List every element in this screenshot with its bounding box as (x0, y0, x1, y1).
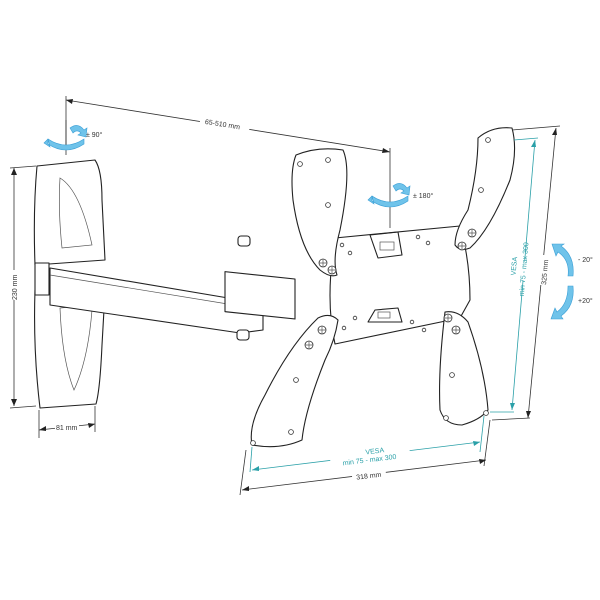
wall-plate-width-dimension: 81 mm (38, 406, 96, 438)
screw-icons (304, 228, 477, 350)
arm-swivel-label: ± 90° (86, 131, 103, 139)
plate-swivel-label: ± 180° (413, 192, 433, 200)
plate-height-label: 325 mm (541, 259, 550, 285)
tilt-down-arrow-icon (550, 285, 574, 320)
tilt-up-label: - 20° (578, 256, 593, 264)
plate-width-dimension: 318 mm (239, 419, 491, 496)
swivel-arm (49, 235, 296, 341)
wall-plate-height-dimension: 230 mm (8, 165, 37, 409)
vesa-vertical-title: VESA (511, 256, 520, 276)
plate-height-dimension: 325 mm (491, 125, 561, 421)
arm-swivel-indicator: ± 90° (43, 120, 103, 155)
rotate-arrow-icon (367, 183, 411, 208)
tv-mounting-plate (250, 127, 516, 448)
vesa-vertical-range: min 75 - max 300 (519, 242, 531, 297)
plate-swivel-indicator: ± 180° (367, 183, 433, 208)
tilt-down-label: +20° (578, 297, 593, 305)
wall-plate-width-label: 81 mm (56, 425, 78, 432)
tilt-up-arrow-icon (551, 243, 574, 277)
plate-width-label: 318 mm (356, 472, 382, 482)
vesa-horizontal-title: VESA (365, 447, 385, 456)
rotate-arrow-icon (43, 125, 88, 151)
wall-plate-height-label: 230 mm (12, 275, 19, 300)
wall-plate (33, 159, 106, 409)
tilt-indicator: - 20° +20° (550, 243, 593, 320)
